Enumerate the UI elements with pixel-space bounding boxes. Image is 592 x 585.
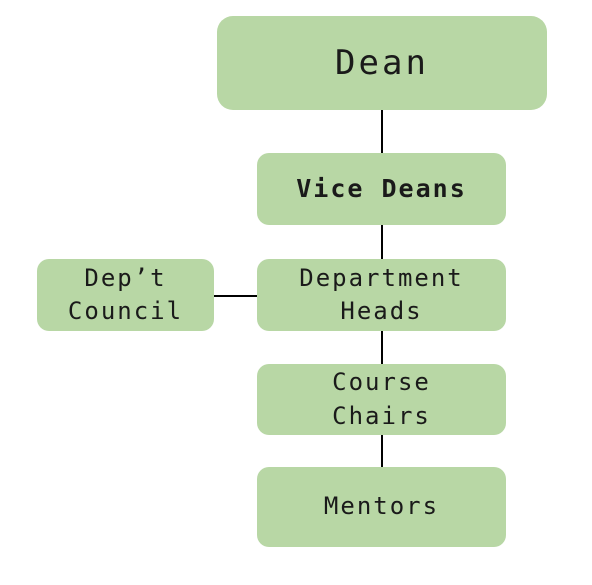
node-depts-council: Dep’t Council xyxy=(37,259,214,331)
node-vice-deans: Vice Deans xyxy=(257,153,506,225)
node-course-chairs: Course Chairs xyxy=(257,364,506,435)
node-department-heads: Department Heads xyxy=(257,259,506,331)
node-dean: Dean xyxy=(217,16,547,110)
node-mentors: Mentors xyxy=(257,467,506,547)
